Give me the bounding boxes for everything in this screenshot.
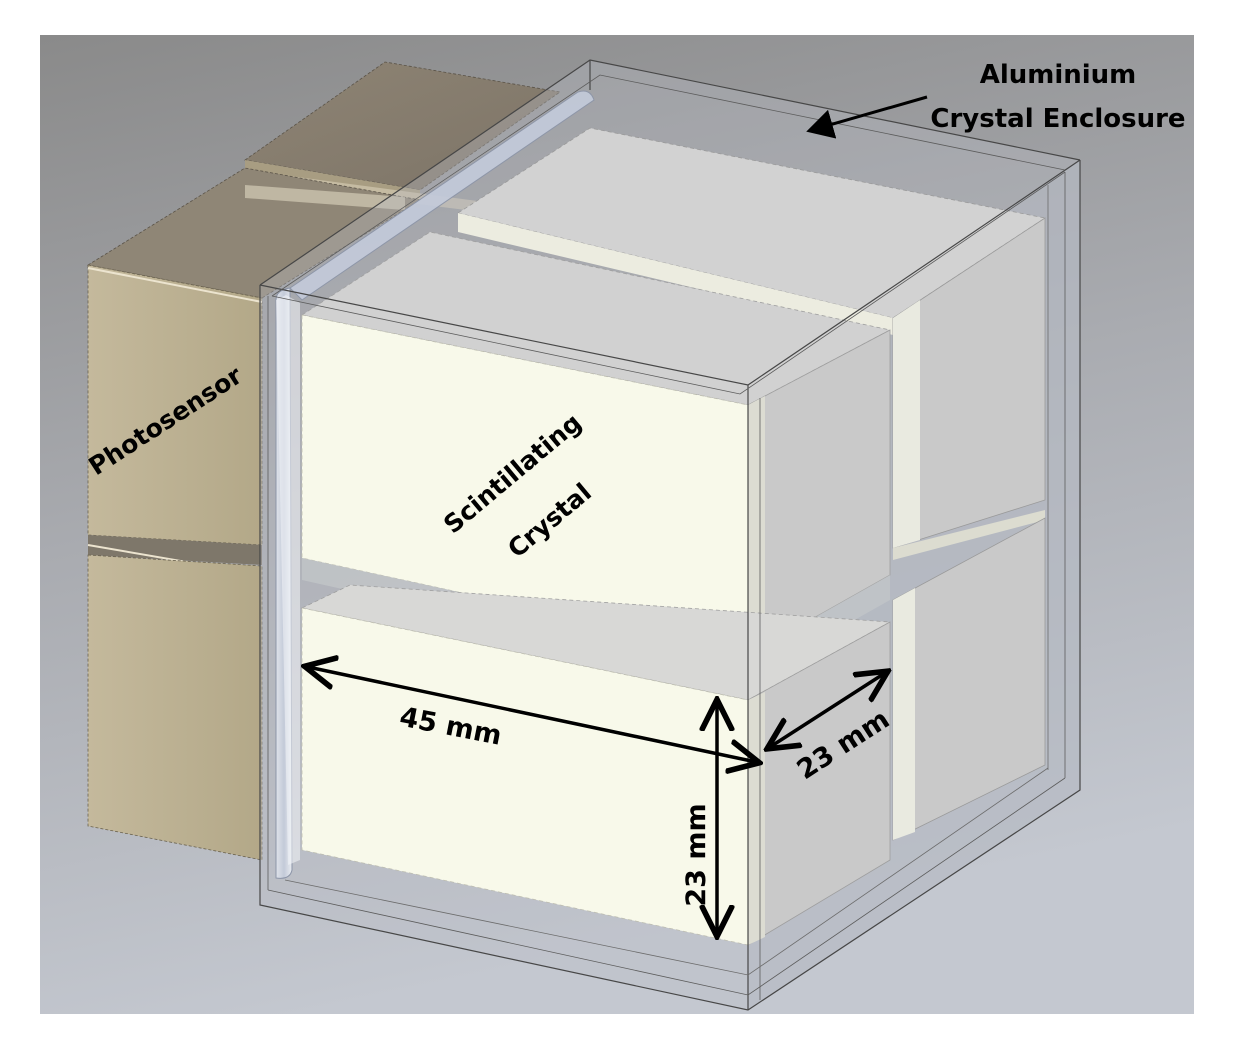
enclosure-label-line2: Crystal Enclosure (930, 104, 1185, 134)
width-arrow (770, 673, 885, 747)
length-arrow (308, 667, 756, 762)
crystal-front-top (300, 231, 892, 656)
enclosure-label-line1: Aluminium (980, 60, 1137, 90)
aluminium-enclosure-outline (259, 59, 1081, 1011)
crystals-back-column (456, 127, 1047, 841)
enclosure-wall-tube (275, 90, 595, 879)
height-dimension-label: 23 mm (681, 803, 712, 906)
photosensor-array (86, 61, 562, 861)
dimension-arrows (308, 95, 928, 933)
enclosure-pointer-arrow (806, 95, 928, 139)
